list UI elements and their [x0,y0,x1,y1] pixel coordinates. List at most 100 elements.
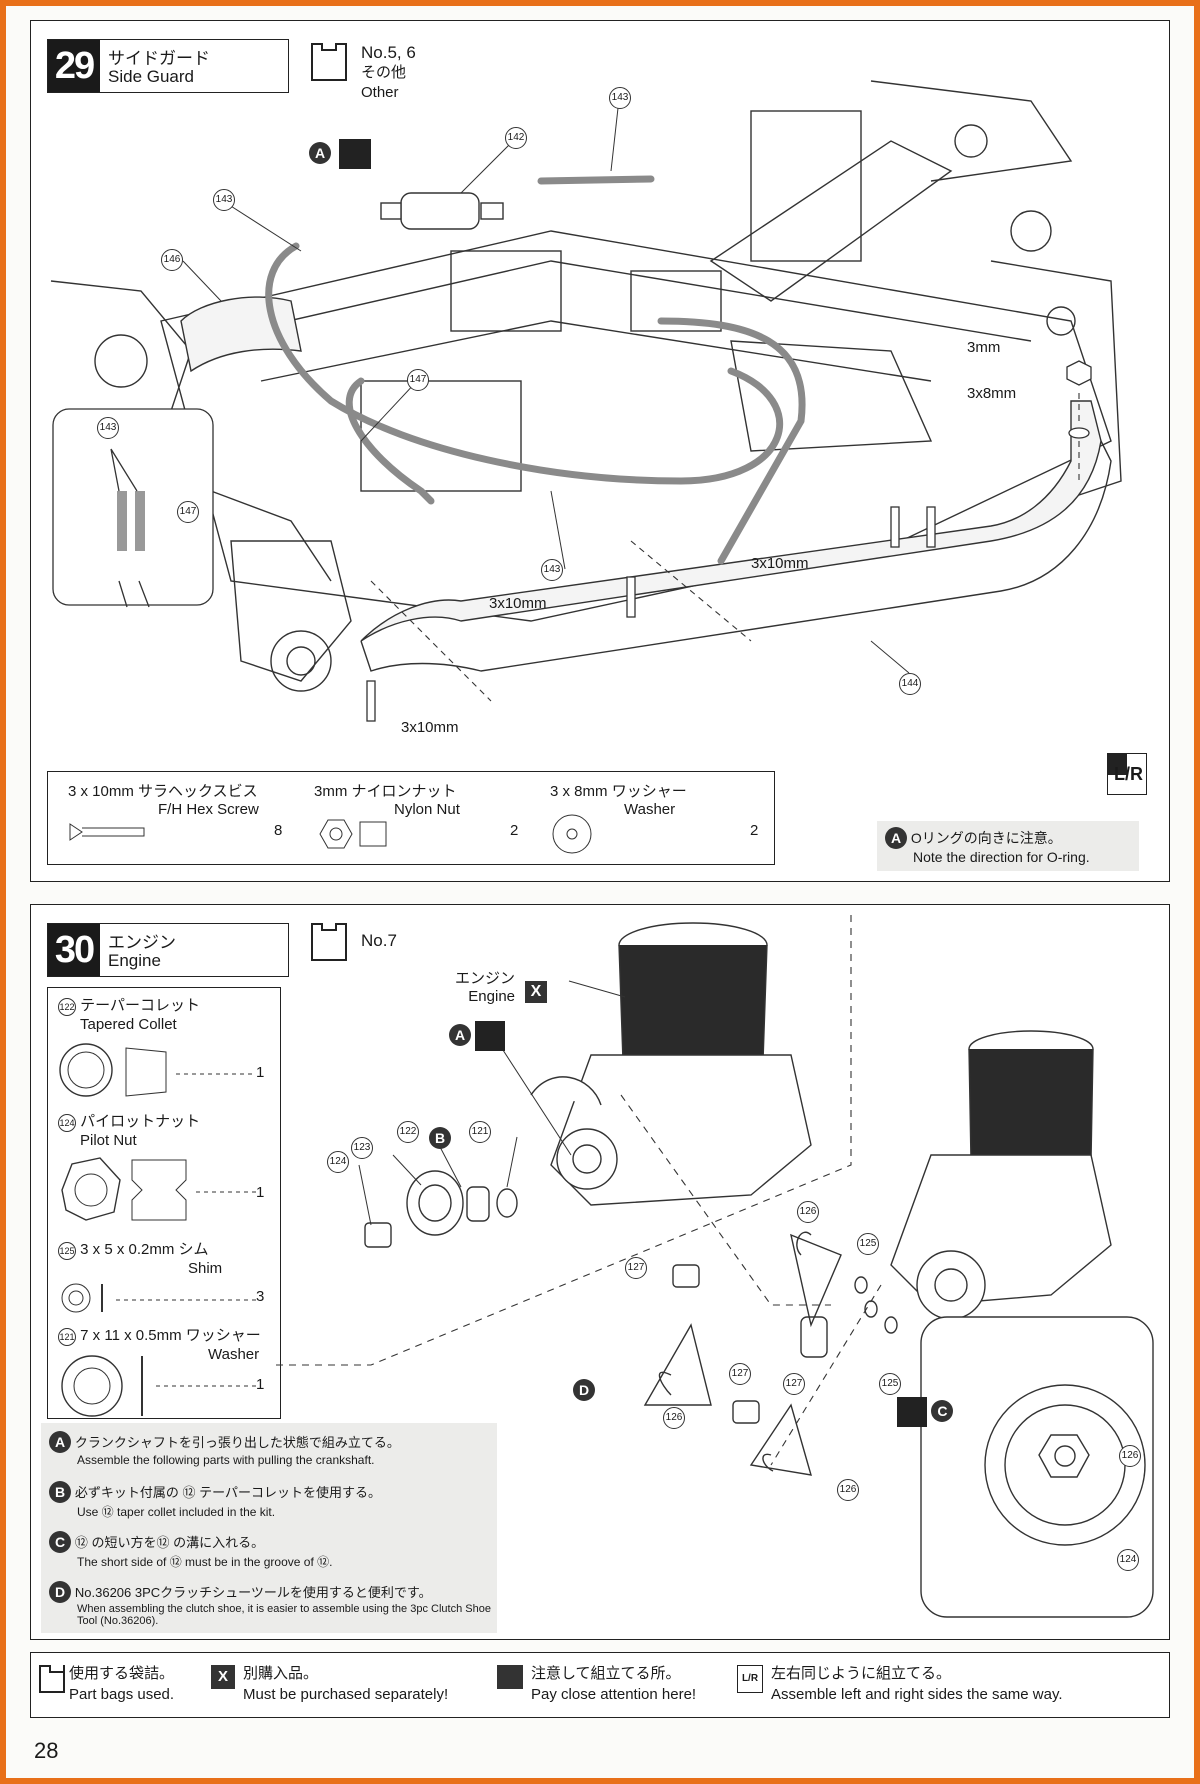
note-en: Note the direction for O-ring. [913,849,1090,865]
screw-right-a [890,506,900,548]
bag-icon [311,923,347,961]
part-washer: 3 x 8mm ワッシャー Washer 2 [550,780,758,854]
part-name-en: F/H Hex Screw [158,801,259,818]
bag-label: No.7 [361,931,397,950]
part-qty: 2 [750,822,759,839]
step-30-parts-list: 122 テーパーコレット Tapered Collet 1 124 パイロットナ… [47,987,281,1419]
pointing-hand-icon [475,1021,506,1051]
part-size: 3 x 10mm [68,783,134,800]
screw-front [366,680,376,722]
step-title-en: Side Guard [108,67,194,86]
pointing-hand-icon [897,1397,927,1427]
bag-icon [311,43,347,81]
part-qty: 3 [256,1288,265,1305]
note-b: B 必ずキット付属の ⑫ テーパーコレットを使用する。 Use ⑫ taper … [49,1481,381,1520]
x-icon: X [525,981,547,1003]
marker-a-letter: A [309,142,331,165]
washer-icon [61,1355,256,1417]
lr-icon: L/R [1107,753,1147,795]
marker-a: A [309,139,372,169]
callout-122: 122 [397,1121,419,1143]
marker-d: D [573,1379,595,1401]
note-d: D No.36206 3PCクラッチシューツールを使用すると便利です。 When… [49,1581,497,1627]
step-title-en: Engine [108,951,161,970]
fuel-tube-143-a [265,242,784,485]
front-hub [270,630,332,692]
callout-127-b: 127 [783,1373,805,1395]
note-a: A クランクシャフトを引っ張り出した状態で組み立てる。 Assemble the… [49,1431,400,1467]
legend-x: X 別購入品。 Must be purchased separately! [211,1663,448,1705]
note-marker: A [885,827,907,849]
callout-147: 147 [407,369,429,391]
fuel-tank [750,110,862,262]
step-29-header: 29 サイドガード Side Guard [47,39,289,93]
callout-126-detail: 126 [1119,1445,1141,1467]
oring-detail-inset [52,408,214,606]
step-29-parts-list: 3 x 10mm サラヘックスビス F/H Hex Screw 8 3mm ナイ… [47,771,775,865]
clutch-shoe-127-b [800,1316,828,1358]
part-name-jp: ナイロンナット [351,783,457,800]
label-screw-front: 3x10mm [401,719,459,736]
lr-icon: L/R [737,1665,763,1693]
pointing-hand-icon [339,139,372,169]
engine-label: エンジン Engine [455,970,516,1005]
x-icon: X [211,1665,235,1689]
screw-mid [626,576,636,618]
step-number: 29 [48,40,100,92]
nylon-nut-3mm [1066,360,1092,386]
part-qty: 1 [256,1376,265,1393]
step-30-notes: A クランクシャフトを引っ張り出した状態で組み立てる。 Assemble the… [41,1423,497,1633]
side-guard-diagram [50,80,1122,722]
step-number: 30 [48,924,100,976]
screw-icon [69,823,145,841]
step-29-panel: 29 サイドガード Side Guard No.5, 6 その他 Other [30,20,1170,882]
fuel-tube-143-top [537,175,655,185]
bag-number: No.5, 6 [361,43,416,62]
part-qty: 2 [510,822,519,839]
legend-lr: L/R 左右同じように組立てる。 Assemble left and right… [737,1663,1063,1705]
callout-125-top: 125 [857,1233,879,1255]
callout-147-inset: 147 [177,501,199,523]
lr-label: L/R [1114,764,1143,784]
clutch-shoe-127-c [732,1400,760,1424]
bag-sub-en: Other [361,84,399,101]
screw-right-b [926,506,936,548]
part-shim: 125 3 x 5 x 0.2mm シム Shim [58,1241,223,1277]
part-name-en: Washer [624,801,676,818]
fuel-filter-142 [400,192,480,230]
page-number: 28 [34,1738,59,1763]
icon-legend: 使用する袋詰。 Part bags used. X 別購入品。 Must be … [30,1652,1170,1718]
callout-121: 121 [469,1121,491,1143]
washer-icon [552,814,592,854]
shim-icon [61,1283,256,1313]
callout-124: 124 [327,1151,349,1173]
part-tapered-collet: 122 テーパーコレット Tapered Collet [58,997,201,1033]
side-guard-part-146 [180,296,302,373]
part-qty: 1 [256,1184,265,1201]
callout-125-bottom: 125 [879,1373,901,1395]
callout-127-c: 127 [729,1363,751,1385]
note-oring: A Oリングの向きに注意。 Note the direction for O-r… [877,821,1139,871]
clutch-shoe-127-a [672,1264,700,1288]
nylon-nut-icon [319,819,387,849]
part-qty: 8 [274,822,283,839]
step-title-jp: サイドガード [108,49,210,68]
battery-tray [360,380,522,492]
step-30-header: 30 エンジン Engine [47,923,289,977]
callout-126-top: 126 [797,1201,819,1223]
step-title-jp: エンジン [108,933,176,952]
callout-126-mid: 126 [663,1407,685,1429]
note-jp: Oリングの向きに注意。 [910,830,1062,846]
callout-124-detail: 124 [1117,1549,1139,1571]
callout-143-top: 143 [609,87,631,109]
marker-a: A [449,1021,506,1051]
step-30-panel: 30 エンジン Engine No.7 122 テーパーコレット Tapered… [30,904,1170,1640]
pilot-nut-icon [61,1157,256,1221]
part-name-jp: サラヘックスビス [138,783,258,800]
part-qty: 1 [256,1064,265,1081]
legend-attention: 注意して組立てる所。 Pay close attention here! [497,1663,696,1705]
callout-143-bottom: 143 [541,559,563,581]
part-size: 3mm [314,783,348,800]
chassis-plate [160,230,1112,622]
marker-b: B [429,1127,451,1149]
